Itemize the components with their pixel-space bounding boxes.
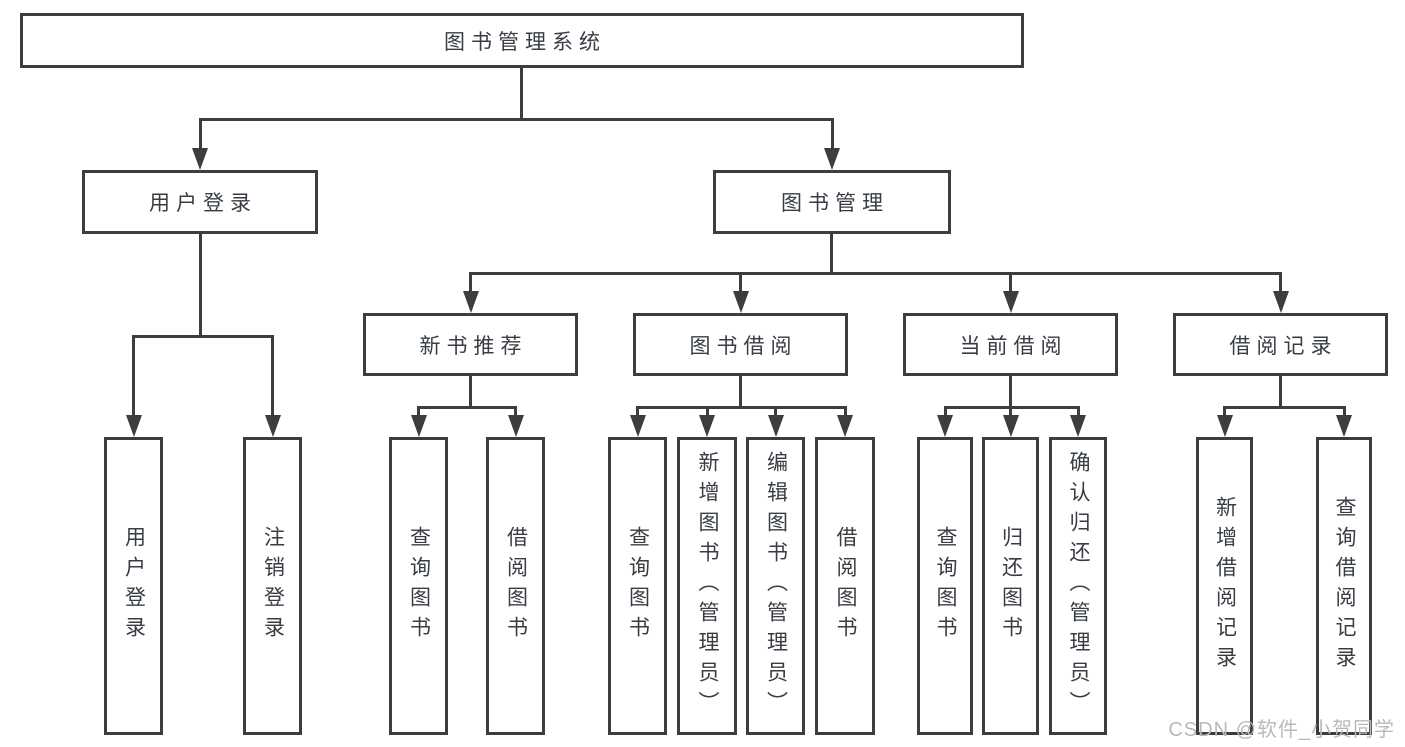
connector-line bbox=[636, 406, 846, 409]
connector-line bbox=[199, 234, 202, 335]
connector-line bbox=[469, 272, 1282, 275]
arrowhead-down-icon bbox=[508, 415, 524, 437]
leaf-query-books-3: 查询图书 bbox=[917, 437, 973, 735]
leaf-borrow-books-1-label: 借阅图书 bbox=[504, 526, 528, 646]
arrowhead-down-icon bbox=[768, 415, 784, 437]
node-root-label: 图书管理系统 bbox=[444, 30, 606, 54]
node-borrow-records-label: 借阅记录 bbox=[1229, 334, 1338, 358]
arrowhead-down-icon bbox=[1273, 291, 1289, 313]
node-book-management: 图书管理 bbox=[713, 170, 951, 234]
connector-line bbox=[831, 118, 834, 155]
connector-line bbox=[417, 406, 420, 417]
arrowhead-down-icon bbox=[733, 291, 749, 313]
connector-line bbox=[514, 406, 517, 417]
arrowhead-down-icon bbox=[937, 415, 953, 437]
leaf-add-books-admin: 新增图书（管理员） bbox=[677, 437, 737, 735]
connector-line bbox=[636, 406, 639, 417]
connector-line bbox=[1279, 376, 1282, 406]
leaf-edit-books-admin: 编辑图书（管理员） bbox=[746, 437, 805, 735]
arrowhead-down-icon bbox=[699, 415, 715, 437]
node-borrow-records: 借阅记录 bbox=[1173, 313, 1388, 376]
connector-line bbox=[774, 406, 777, 417]
node-book-borrow: 图书借阅 bbox=[633, 313, 848, 376]
connector-line bbox=[1279, 272, 1282, 296]
leaf-confirm-return-admin: 确认归还（管理员） bbox=[1049, 437, 1107, 735]
node-book-borrow-label: 图书借阅 bbox=[689, 334, 798, 358]
connector-line bbox=[1009, 376, 1012, 406]
arrowhead-down-icon bbox=[1070, 415, 1086, 437]
leaf-query-books-2-label: 查询图书 bbox=[626, 526, 650, 646]
leaf-add-borrow-record-label: 新增借阅记录 bbox=[1213, 496, 1237, 676]
arrowhead-down-icon bbox=[265, 415, 281, 437]
arrowhead-down-icon bbox=[463, 291, 479, 313]
leaf-query-books-2: 查询图书 bbox=[608, 437, 667, 735]
leaf-logout-label: 注销登录 bbox=[261, 526, 285, 646]
connector-line bbox=[739, 376, 742, 406]
connector-line bbox=[706, 406, 709, 417]
node-user-login-label: 用户登录 bbox=[149, 192, 257, 215]
connector-line bbox=[469, 272, 472, 296]
arrowhead-down-icon bbox=[1336, 415, 1352, 437]
arrowhead-down-icon bbox=[824, 148, 840, 170]
node-new-book-recommend: 新书推荐 bbox=[363, 313, 578, 376]
connector-line bbox=[1343, 406, 1346, 417]
arrowhead-down-icon bbox=[411, 415, 427, 437]
connector-line bbox=[1009, 272, 1012, 296]
arrowhead-down-icon bbox=[1217, 415, 1233, 437]
arrowhead-down-icon bbox=[1003, 415, 1019, 437]
node-book-management-label: 图书管理 bbox=[781, 192, 889, 215]
leaf-query-books-1: 查询图书 bbox=[389, 437, 448, 735]
arrowhead-down-icon bbox=[837, 415, 853, 437]
connector-line bbox=[1223, 406, 1226, 417]
connector-line bbox=[199, 118, 834, 121]
leaf-add-borrow-record: 新增借阅记录 bbox=[1196, 437, 1253, 735]
connector-line bbox=[417, 406, 517, 409]
leaf-query-books-1-label: 查询图书 bbox=[407, 526, 431, 646]
leaf-query-books-3-label: 查询图书 bbox=[934, 526, 957, 646]
leaf-query-borrow-record-label: 查询借阅记录 bbox=[1333, 496, 1356, 676]
connector-line bbox=[1009, 406, 1012, 417]
connector-line bbox=[1223, 406, 1345, 409]
leaf-add-books-admin-label: 新增图书（管理员） bbox=[696, 451, 719, 721]
connector-line bbox=[844, 406, 847, 417]
leaf-user-login-label: 用户登录 bbox=[122, 526, 146, 646]
connector-line bbox=[271, 335, 274, 420]
arrowhead-down-icon bbox=[630, 415, 646, 437]
node-root: 图书管理系统 bbox=[20, 13, 1024, 68]
leaf-borrow-books-2: 借阅图书 bbox=[815, 437, 875, 735]
leaf-borrow-books-1: 借阅图书 bbox=[486, 437, 545, 735]
arrowhead-down-icon bbox=[126, 415, 142, 437]
csdn-watermark: CSDN @软件_小贺同学 bbox=[1168, 719, 1395, 741]
leaf-return-books-label: 归还图书 bbox=[999, 526, 1023, 646]
leaf-borrow-books-2-label: 借阅图书 bbox=[834, 526, 857, 646]
node-new-book-recommend-label: 新书推荐 bbox=[419, 334, 528, 358]
connector-line bbox=[944, 406, 1080, 409]
connector-line bbox=[132, 335, 135, 420]
leaf-query-borrow-record: 查询借阅记录 bbox=[1316, 437, 1372, 735]
connector-line bbox=[132, 335, 274, 338]
connector-line bbox=[739, 272, 742, 296]
connector-line bbox=[830, 234, 833, 272]
arrowhead-down-icon bbox=[1003, 291, 1019, 313]
node-current-borrow-label: 当前借阅 bbox=[959, 334, 1068, 358]
arrowhead-down-icon bbox=[192, 148, 208, 170]
leaf-logout: 注销登录 bbox=[243, 437, 302, 735]
node-user-login: 用户登录 bbox=[82, 170, 318, 234]
connector-line bbox=[1077, 406, 1080, 417]
connector-line bbox=[199, 118, 202, 155]
node-current-borrow: 当前借阅 bbox=[903, 313, 1118, 376]
connector-line bbox=[944, 406, 947, 417]
connector-line bbox=[469, 376, 472, 406]
leaf-return-books: 归还图书 bbox=[982, 437, 1039, 735]
connector-line bbox=[520, 68, 523, 120]
leaf-edit-books-admin-label: 编辑图书（管理员） bbox=[764, 451, 788, 721]
leaf-user-login: 用户登录 bbox=[104, 437, 163, 735]
leaf-confirm-return-admin-label: 确认归还（管理员） bbox=[1067, 451, 1090, 721]
